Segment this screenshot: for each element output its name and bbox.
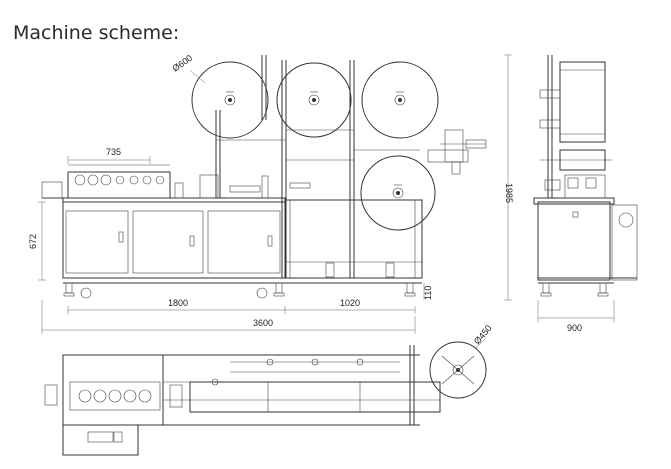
- dim-110: 110: [423, 286, 433, 300]
- dim-900: 900: [567, 323, 582, 333]
- roll-1: [191, 61, 269, 139]
- dim-672: 672: [28, 234, 38, 249]
- side-view: 900: [533, 55, 638, 333]
- roll-3: [361, 61, 439, 139]
- top-view: Ø450: [44, 323, 494, 456]
- dim-1800: 1800: [168, 298, 188, 308]
- page-title: Machine scheme:: [13, 22, 180, 44]
- main-cabinet: [62, 201, 286, 279]
- roll-2: [276, 62, 352, 138]
- roll-top: [429, 341, 487, 399]
- dim-1020: 1020: [340, 298, 360, 308]
- dim-3600: 3600: [253, 318, 273, 328]
- roll-4: [360, 155, 436, 231]
- front-view: 735 672 1985 110 1800 1020 3600 Ø600: [28, 53, 514, 334]
- dim-450: Ø450: [472, 323, 494, 346]
- dim-1985: 1985: [504, 183, 514, 203]
- dim-735: 735: [106, 147, 121, 157]
